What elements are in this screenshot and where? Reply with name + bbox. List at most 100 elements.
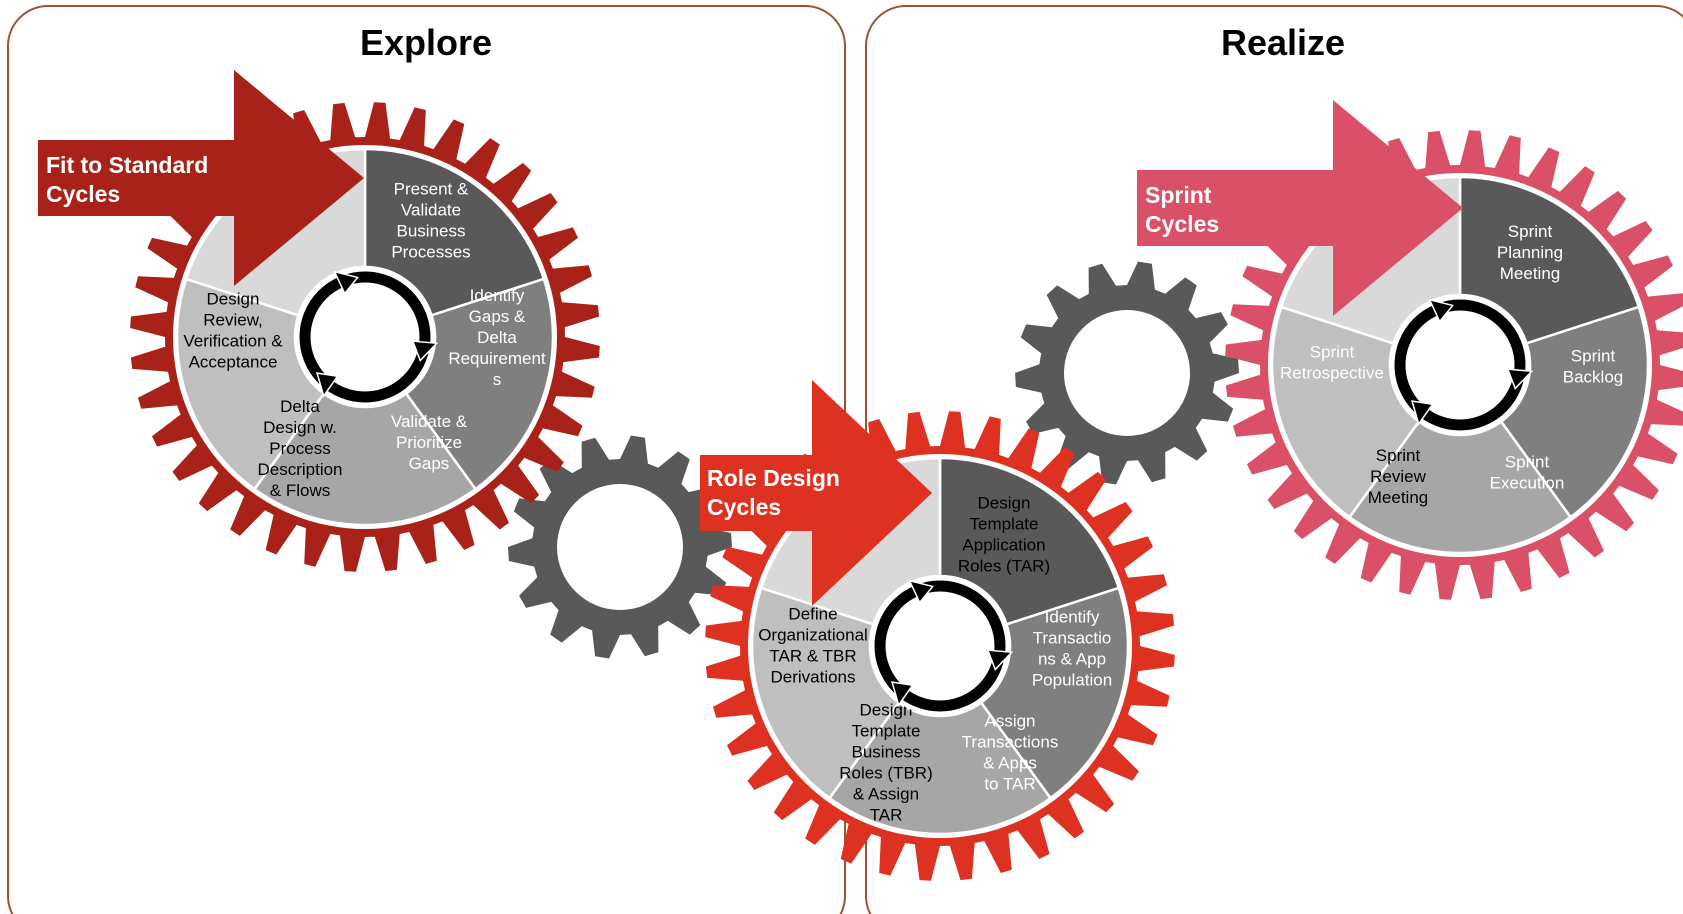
segment-label-line: Sprint <box>1310 343 1355 362</box>
segment-label-line: & Assign <box>853 785 919 804</box>
segment-label-line: Retrospective <box>1280 364 1384 383</box>
segment-label-line: Template <box>852 722 921 741</box>
cycle-label-line: Sprint <box>1145 182 1212 208</box>
segment-label-line: Gaps <box>409 454 450 473</box>
segment-label-line: Design w. <box>263 418 337 437</box>
segment-label-line: Roles (TAR) <box>958 557 1050 576</box>
segment-label-line: Execution <box>1490 474 1565 493</box>
segment-label-line: Design <box>978 494 1031 513</box>
cycle-arrowhead <box>1411 400 1434 426</box>
segment-label-line: Review, <box>203 311 263 330</box>
segment-label-line: Sprint <box>1505 453 1550 472</box>
gear-hub <box>870 576 1010 716</box>
segment-label-line: Validate & <box>391 412 468 431</box>
cycle-arrowhead <box>891 681 914 707</box>
segment-label-line: Design <box>207 290 260 309</box>
segment-label-line: Business <box>397 222 466 241</box>
segment-label-line: Description <box>257 460 342 479</box>
segment-label-line: Transactions <box>962 733 1059 752</box>
segment-label-line: Processes <box>391 243 470 262</box>
gear-hub <box>295 267 435 407</box>
segment-label-line: Delta <box>280 397 320 416</box>
segment-label-line: TAR <box>870 806 903 825</box>
cycle-label-line: Role Design <box>707 465 840 491</box>
segment-label-line: Prioritize <box>396 433 462 452</box>
segment-label-line: Sprint <box>1508 222 1553 241</box>
realize-title: Realize <box>1221 22 1345 63</box>
cycle-arrow-shape <box>700 380 932 606</box>
segment-label-line: Application <box>962 536 1045 555</box>
segment-label-line: Review <box>1370 467 1426 486</box>
segment-label-line: Identify <box>470 286 525 305</box>
cycle-arrow-shape <box>38 70 364 286</box>
segment-label-line: s <box>493 370 502 389</box>
segment-label-line: & Flows <box>270 481 330 500</box>
segment-label-line: Process <box>269 439 330 458</box>
cycle-arrowhead <box>1506 368 1534 390</box>
segment-label-line: Transactio <box>1033 629 1112 648</box>
connector-gear-left <box>508 435 732 659</box>
gear-hub <box>1390 295 1530 435</box>
segment-label-line: Identify <box>1045 608 1100 627</box>
cycle-label-line: Fit to Standard <box>46 152 208 178</box>
segment-label-line: Sprint <box>1376 446 1421 465</box>
segment-label-line: & Apps <box>983 754 1037 773</box>
segment-label-line: Meeting <box>1368 488 1428 507</box>
segment-label-line: Assign <box>984 712 1035 731</box>
cycle-arrowhead <box>908 579 935 604</box>
connector-gear-hole <box>1064 310 1190 436</box>
explore-title: Explore <box>360 22 492 63</box>
segment-label-line: Meeting <box>1500 264 1560 283</box>
segment-label-line: Organizational <box>758 626 868 645</box>
segment-label-line: Sprint <box>1571 347 1616 366</box>
segment-label-line: Verification & <box>183 332 283 351</box>
segment-label-line: Requirement <box>448 349 546 368</box>
segment-label-line: Planning <box>1497 243 1563 262</box>
cycle-label-line: Cycles <box>707 494 781 520</box>
cycle-arrowhead <box>411 340 439 362</box>
cycle-ring <box>299 271 431 403</box>
cycle-arrowhead <box>316 372 339 398</box>
segment-label-line: Validate <box>401 201 461 220</box>
segment-label-line: Business <box>852 743 921 762</box>
segment-label-line: Population <box>1032 671 1112 690</box>
segment-label-line: Present & <box>394 180 469 199</box>
cycle-arrow-shape <box>1137 100 1463 316</box>
segment-label-line: Template <box>970 515 1039 534</box>
segment-label-line: Acceptance <box>189 353 278 372</box>
segment-label-line: Delta <box>477 328 517 347</box>
connector-gear-right <box>1015 261 1239 485</box>
segment-label-line: Backlog <box>1563 368 1623 387</box>
connector-gear-hole <box>557 484 683 610</box>
cycle-arrowhead <box>333 270 360 295</box>
cycle-ring <box>1394 299 1526 431</box>
segment-label-line: to TAR <box>984 775 1035 794</box>
segment-label-line: Derivations <box>770 668 855 687</box>
cycle-label-line: Cycles <box>1145 211 1219 237</box>
cycle-arrowhead <box>1428 298 1455 323</box>
cycle-label-line: Cycles <box>46 181 120 207</box>
segment-label-line: Gaps & <box>469 307 526 326</box>
